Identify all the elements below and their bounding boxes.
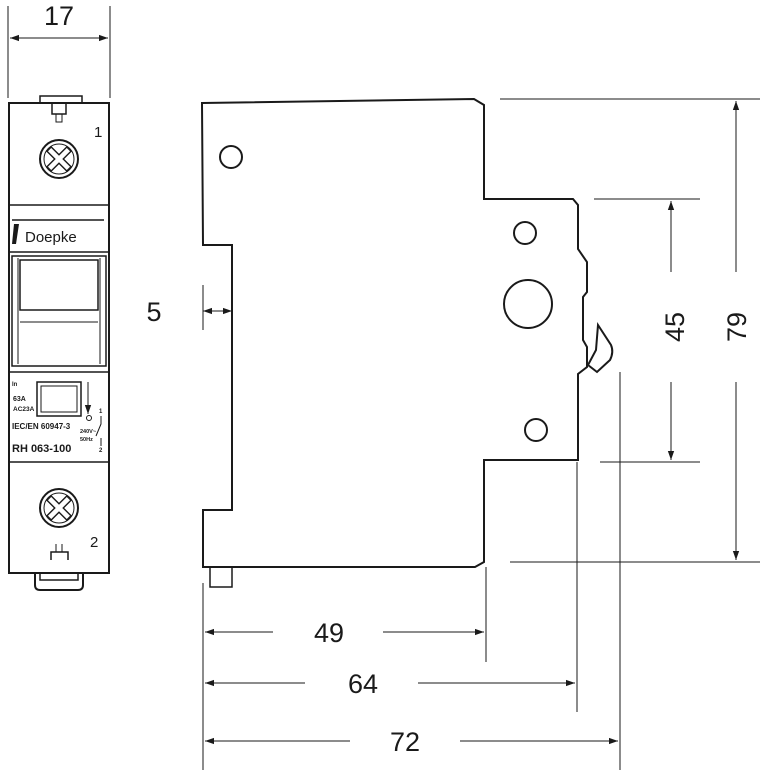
toggle-knob [586, 321, 614, 374]
toggle-window [11, 255, 107, 367]
dimension-depth-72: 72 [390, 727, 420, 757]
pivot-hole [503, 279, 553, 329]
dimension-depth-64: 64 [348, 669, 378, 699]
side-body-outline [200, 97, 588, 568]
top-clip [39, 95, 83, 103]
brand-name: Doepke [25, 229, 77, 246]
voltage-label: 240V~ [80, 429, 96, 435]
standard-label: IEC/EN 60947-3 [12, 422, 71, 431]
indicator-window [36, 381, 82, 417]
terminal-number-top: 1 [94, 124, 102, 141]
side-view: 5 79 45 49 64 72 [146, 97, 760, 770]
terminal-number-bottom: 2 [90, 534, 98, 551]
dimension-inner-height: 45 [660, 312, 690, 342]
dimension-depth-49: 49 [314, 618, 344, 648]
dimension-rail-offset: 5 [146, 297, 161, 327]
rating-current: 63A [13, 396, 26, 403]
brand-logo-mark [12, 224, 19, 244]
terminal-hole-upper [513, 221, 537, 245]
bottom-clip [34, 573, 84, 591]
dimension-total-height: 79 [722, 312, 752, 342]
screw-bottom [38, 487, 80, 529]
dimension-width-front: 17 [44, 1, 74, 31]
screw-top [38, 138, 80, 180]
front-body-outline [8, 102, 110, 574]
rating-type: AC23A [13, 406, 35, 413]
contact-symbol [95, 416, 102, 446]
rating-in: In [12, 382, 18, 388]
toggle-lever [19, 259, 99, 311]
mounting-hole-top [219, 145, 243, 169]
front-view: 17 1 Doepke In 63A AC23A IEC/EN 60947-3 [7, 1, 111, 591]
contact-number-top: 1 [99, 409, 103, 415]
rail-foot [209, 566, 233, 588]
contact-number-bottom: 2 [99, 448, 103, 454]
frequency-label: 50Hz [80, 437, 93, 443]
model-label: RH 063-100 [12, 443, 71, 455]
terminal-hole-lower [524, 418, 548, 442]
